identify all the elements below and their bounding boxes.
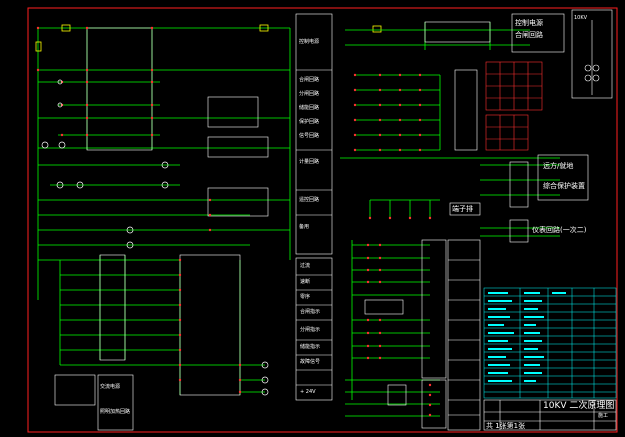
left-devices — [54, 27, 269, 431]
label-ctrl-8: 遥控回路 — [299, 197, 320, 203]
label-ctrl-6: 信号回路 — [299, 133, 320, 139]
right-lower-wires — [345, 240, 440, 417]
label-mid-8: + 24V — [300, 389, 316, 395]
left-circuit-wires — [37, 27, 291, 395]
label-box-right-2: 综合保护装置 — [543, 182, 585, 190]
sheet-title: 10KV 二次原理图 — [543, 401, 615, 411]
ct-symbol — [584, 20, 600, 95]
label-ctrl-7: 计量回路 — [299, 159, 320, 165]
label-ctrl-9: 备用 — [299, 224, 310, 230]
label-mid-2: 速断 — [300, 279, 311, 285]
label-mid-1: 过流 — [300, 263, 311, 269]
label-mid-5: 分闸指示 — [300, 327, 321, 333]
label-box-right-3: 仪表回路(一次二) — [532, 226, 587, 234]
cyan-table-rows — [484, 295, 616, 393]
cyan-table-text — [488, 292, 566, 382]
right-upper-terminals — [353, 73, 432, 220]
label-mid-6: 储能指示 — [300, 344, 321, 350]
label-box-bl-2: 照明加热回路 — [100, 409, 131, 415]
right-upper-wires — [340, 22, 560, 237]
label-ctrl-3: 分闸回路 — [299, 91, 320, 97]
right-lower-terminals — [366, 243, 432, 417]
label-mid-7: 故障信号 — [300, 359, 321, 365]
label-ctrl-power: 控制电源 — [515, 19, 543, 27]
label-box-right-1: 远方/就地 — [543, 162, 574, 170]
label-10kv: 10KV — [574, 15, 588, 21]
label-close-circuit: 合闸回路 — [515, 31, 543, 39]
label-box-mid: 端子排 — [452, 205, 473, 213]
label-mid-3: 零序 — [300, 294, 311, 300]
left-lamps — [41, 79, 269, 396]
label-ctrl-5: 保护回路 — [299, 119, 320, 125]
right-upper-boxes — [424, 9, 613, 243]
label-ctrl-2: 合闸回路 — [299, 77, 320, 83]
sheet-number: 共 1张第1张 — [486, 422, 526, 430]
truth-table — [485, 61, 543, 151]
label-ctrl-4: 储能回路 — [299, 105, 320, 111]
label-ctrl-1: 控制电源 — [299, 39, 320, 45]
mid-label-columns — [295, 13, 333, 401]
fuses — [35, 24, 382, 52]
title-block — [483, 399, 617, 431]
cyan-table — [483, 287, 617, 399]
label-mid-4: 合闸指示 — [300, 309, 321, 315]
drawing-frame — [27, 7, 618, 433]
right-lower-boxes — [364, 239, 481, 431]
label-box-bl-1: 交流电源 — [100, 384, 121, 390]
sheet-design: 施工 — [598, 413, 609, 419]
terminal-markers — [36, 26, 242, 394]
